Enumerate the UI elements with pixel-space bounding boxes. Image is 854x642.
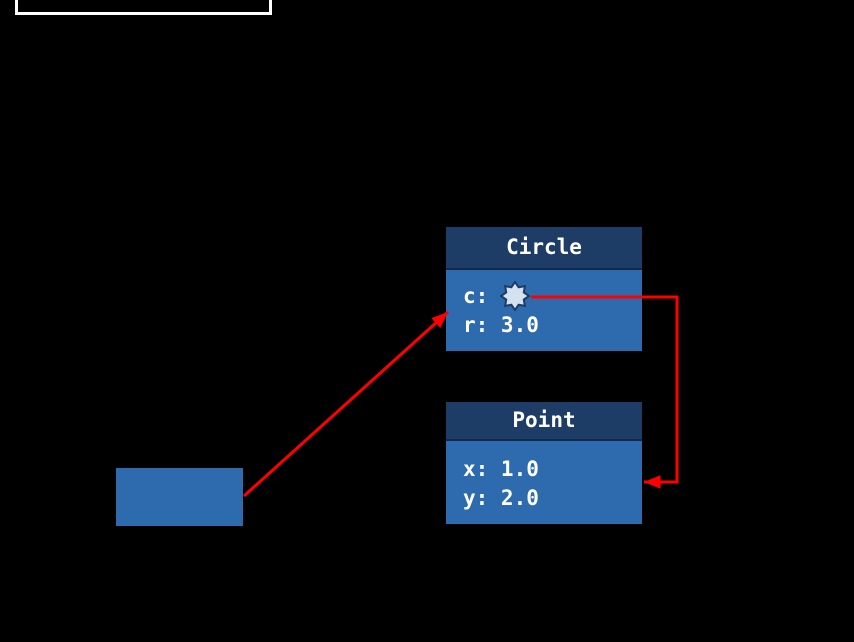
circle-field-r: r: 3.0 xyxy=(463,312,539,337)
point-field-y: y: 2.0 xyxy=(463,485,539,510)
circle-object-box: Circle c: r: 3.0 xyxy=(446,227,642,351)
point-object-body: x: 1.0 y: 2.0 xyxy=(446,441,642,524)
point-object-box: Point x: 1.0 y: 2.0 xyxy=(446,402,642,524)
circle-object-title: Circle xyxy=(446,227,642,270)
circle-field-c: c: xyxy=(463,280,642,311)
circle-object-body: c: r: 3.0 xyxy=(446,270,642,351)
point-object-title: Point xyxy=(446,402,642,441)
circle-field-c-label: c: xyxy=(463,283,489,308)
arrow-variable-to-circle xyxy=(242,310,450,498)
variable-rectangle xyxy=(116,468,243,526)
point-field-x: x: 1.0 xyxy=(463,456,539,481)
partial-textbox-frame xyxy=(15,0,272,15)
eight-point-star-icon xyxy=(500,280,531,311)
